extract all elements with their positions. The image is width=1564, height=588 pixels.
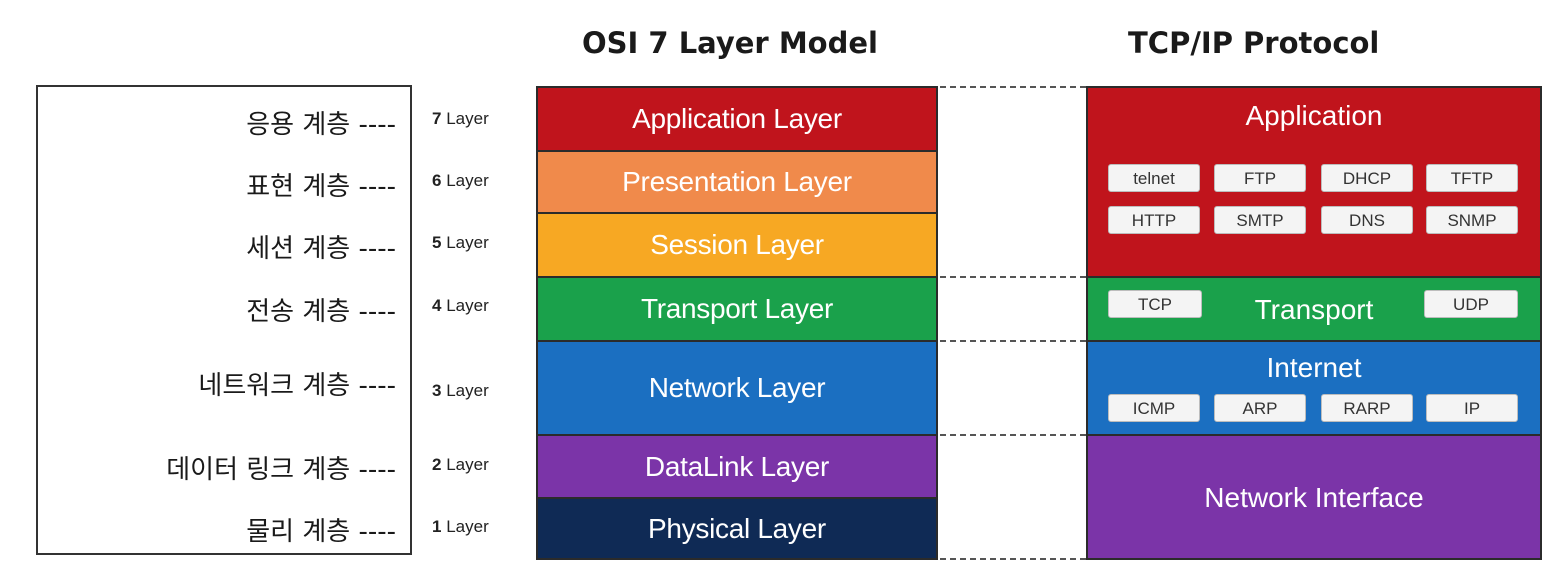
protocol-telnet: telnet (1108, 164, 1200, 192)
tcp-ip-title: TCP/IP Protocol (1128, 26, 1380, 60)
tcp-network-interface-layer: Network Interface (1086, 434, 1542, 560)
osi-physical-layer: Physical Layer (536, 497, 938, 560)
protocol-tftp: TFTP (1426, 164, 1518, 192)
korean-layer-names-box: 응용 계층 ---- 표현 계층 ---- 세션 계층 ---- 전송 계층 -… (36, 85, 412, 555)
protocol-http: HTTP (1108, 206, 1200, 234)
layer-number-4: 4 Layer (432, 296, 489, 315)
connector-line (940, 86, 1086, 88)
tcp-transport-label: Transport (1254, 294, 1374, 325)
protocol-arp: ARP (1214, 394, 1306, 422)
kr-label-presentation: 표현 계층 ---- (246, 172, 396, 202)
tcp-internet-label: Internet (1266, 352, 1362, 383)
layer-number-3: 3 Layer (432, 381, 489, 400)
connector-line (940, 340, 1086, 342)
layer-number-1: 1 Layer (432, 517, 489, 536)
layer-number-7: 7 Layer (432, 109, 489, 128)
osi-model-title: OSI 7 Layer Model (582, 26, 878, 60)
osi-transport-layer: Transport Layer (536, 276, 938, 342)
osi-datalink-layer: DataLink Layer (536, 434, 938, 499)
connector-line (940, 558, 1086, 560)
tcp-network-interface-label: Network Interface (1204, 482, 1424, 513)
tcp-application-layer: Application telnet FTP DHCP TFTP HTTP SM… (1086, 86, 1542, 278)
protocol-ip: IP (1426, 394, 1518, 422)
tcp-transport-layer: Transport TCP UDP (1086, 276, 1542, 342)
protocol-tcp: TCP (1108, 290, 1202, 318)
kr-label-transport: 전송 계층 ---- (246, 297, 396, 327)
protocol-udp: UDP (1424, 290, 1518, 318)
protocol-dns: DNS (1321, 206, 1413, 234)
layer-number-2: 2 Layer (432, 455, 489, 474)
protocol-ftp: FTP (1214, 164, 1306, 192)
protocol-dhcp: DHCP (1321, 164, 1413, 192)
kr-label-physical: 물리 계층 ---- (246, 517, 396, 547)
protocol-rarp: RARP (1321, 394, 1413, 422)
osi-presentation-layer: Presentation Layer (536, 150, 938, 214)
tcp-internet-layer: Internet ICMP ARP RARP IP (1086, 340, 1542, 436)
layer-number-5: 5 Layer (432, 233, 489, 252)
osi-application-layer: Application Layer (536, 86, 938, 152)
protocol-snmp: SNMP (1426, 206, 1518, 234)
connector-line (940, 434, 1086, 436)
layer-number-6: 6 Layer (432, 171, 489, 190)
osi-session-layer: Session Layer (536, 212, 938, 278)
kr-label-datalink: 데이터 링크 계층 ---- (166, 455, 396, 485)
tcp-application-label: Application (1245, 100, 1383, 131)
protocol-icmp: ICMP (1108, 394, 1200, 422)
kr-label-application: 응용 계층 ---- (246, 110, 396, 140)
kr-label-session: 세션 계층 ---- (246, 234, 396, 264)
connector-line (940, 276, 1086, 278)
protocol-smtp: SMTP (1214, 206, 1306, 234)
osi-network-layer: Network Layer (536, 340, 938, 436)
kr-label-network: 네트워크 계층 ---- (198, 371, 396, 401)
